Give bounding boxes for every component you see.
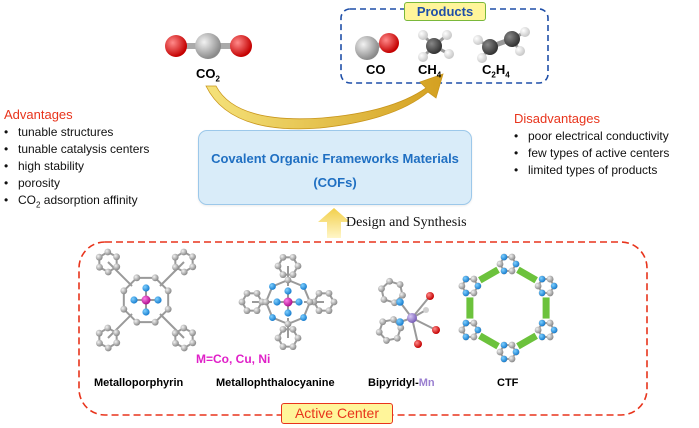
cofs-box: Covalent Organic Frameworks Materials (C… <box>198 130 472 205</box>
list-item: porosity <box>4 175 149 192</box>
list-item: high stability <box>4 158 149 175</box>
active-center-label: Active Center <box>281 403 393 424</box>
cofs-abbrev: (COFs) <box>313 175 357 190</box>
list-item: limited types of products <box>514 162 669 179</box>
ch4-label: CH4 <box>418 62 442 80</box>
conversion-arrow <box>205 73 444 130</box>
products-title: Products <box>416 4 474 19</box>
co2-molecule-icon <box>165 33 252 59</box>
list-item: few types of active centers <box>514 145 669 162</box>
co2-label: CO2 <box>196 66 220 84</box>
structure-label-ctf: CTF <box>497 377 519 389</box>
metal-label: M=Co, Cu, Ni <box>196 352 271 366</box>
structure-label-metalloporphyrin: Metalloporphyrin <box>94 377 184 389</box>
list-item: tunable structures <box>4 124 149 141</box>
co-label: CO <box>366 62 386 77</box>
structure-label-bipyridyl-mn: Bipyridyl-Mn <box>368 377 435 389</box>
co-molecule-icon <box>355 33 399 60</box>
structure-label-metallophthalocyanine: Metallophthalocyanine <box>216 377 335 389</box>
disadvantages-title: Disadvantages <box>514 111 600 126</box>
list-item: CO2 adsorption affinity <box>4 192 149 213</box>
active-center-box <box>78 241 648 416</box>
up-arrow <box>318 208 350 238</box>
bipyridyl-mn-structure-icon <box>375 277 440 348</box>
products-label: Products <box>404 2 486 21</box>
list-item: tunable catalysis centers <box>4 141 149 158</box>
cofs-title: Covalent Organic Frameworks Materials <box>211 151 459 166</box>
advantages-list: tunable structures tunable catalysis cen… <box>4 124 149 213</box>
advantages-title: Advantages <box>4 107 73 122</box>
c2h4-label: C2H4 <box>482 62 510 80</box>
c2h4-molecule-icon <box>473 27 530 63</box>
disadvantages-list: poor electrical conductivity few types o… <box>514 128 669 179</box>
list-item: poor electrical conductivity <box>514 128 669 145</box>
metallophthalocyanine-structure-icon <box>238 253 338 351</box>
design-synthesis-label: Design and Synthesis <box>346 215 467 230</box>
metalloporphyrin-structure-icon <box>95 248 197 352</box>
ch4-molecule-icon <box>418 30 454 62</box>
ctf-structure-icon <box>458 253 558 363</box>
